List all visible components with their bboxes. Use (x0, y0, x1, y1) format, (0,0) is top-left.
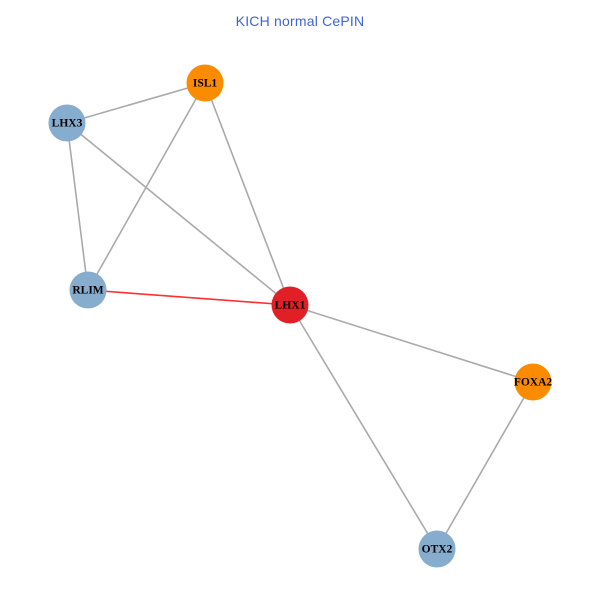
edge-LHX3-ISL1 (66, 82, 206, 124)
edge-LHX1-FOXA2 (289, 304, 534, 383)
node-ISL1: ISL1 (186, 64, 224, 102)
node-RLIM: RLIM (69, 271, 107, 309)
node-label-LHX1: LHX1 (275, 300, 306, 312)
edge-ISL1-LHX1 (204, 82, 291, 306)
node-LHX3: LHX3 (48, 104, 86, 142)
edge-LHX3-LHX1 (66, 122, 291, 306)
node-label-ISL1: ISL1 (193, 78, 218, 90)
node-label-OTX2: OTX2 (422, 544, 453, 556)
node-OTX2: OTX2 (418, 530, 456, 568)
node-label-LHX3: LHX3 (52, 118, 83, 130)
node-circle-LHX3 (48, 104, 86, 142)
edge-LHX3-RLIM (66, 122, 89, 291)
node-label-RLIM: RLIM (72, 285, 103, 297)
edges-layer (66, 82, 534, 550)
node-FOXA2: FOXA2 (514, 363, 553, 401)
node-circle-RLIM (69, 271, 107, 309)
node-label-FOXA2: FOXA2 (514, 377, 553, 389)
node-circle-OTX2 (418, 530, 456, 568)
node-circle-FOXA2 (514, 363, 552, 401)
edge-ISL1-RLIM (87, 82, 206, 291)
node-circle-ISL1 (186, 64, 224, 102)
edge-RLIM-LHX1 (87, 289, 291, 306)
edge-FOXA2-OTX2 (436, 381, 534, 550)
plot-title: KICH normal CePIN (235, 13, 365, 29)
node-circle-LHX1 (271, 286, 309, 324)
edge-LHX1-OTX2 (289, 304, 438, 550)
node-LHX1: LHX1 (271, 286, 309, 324)
